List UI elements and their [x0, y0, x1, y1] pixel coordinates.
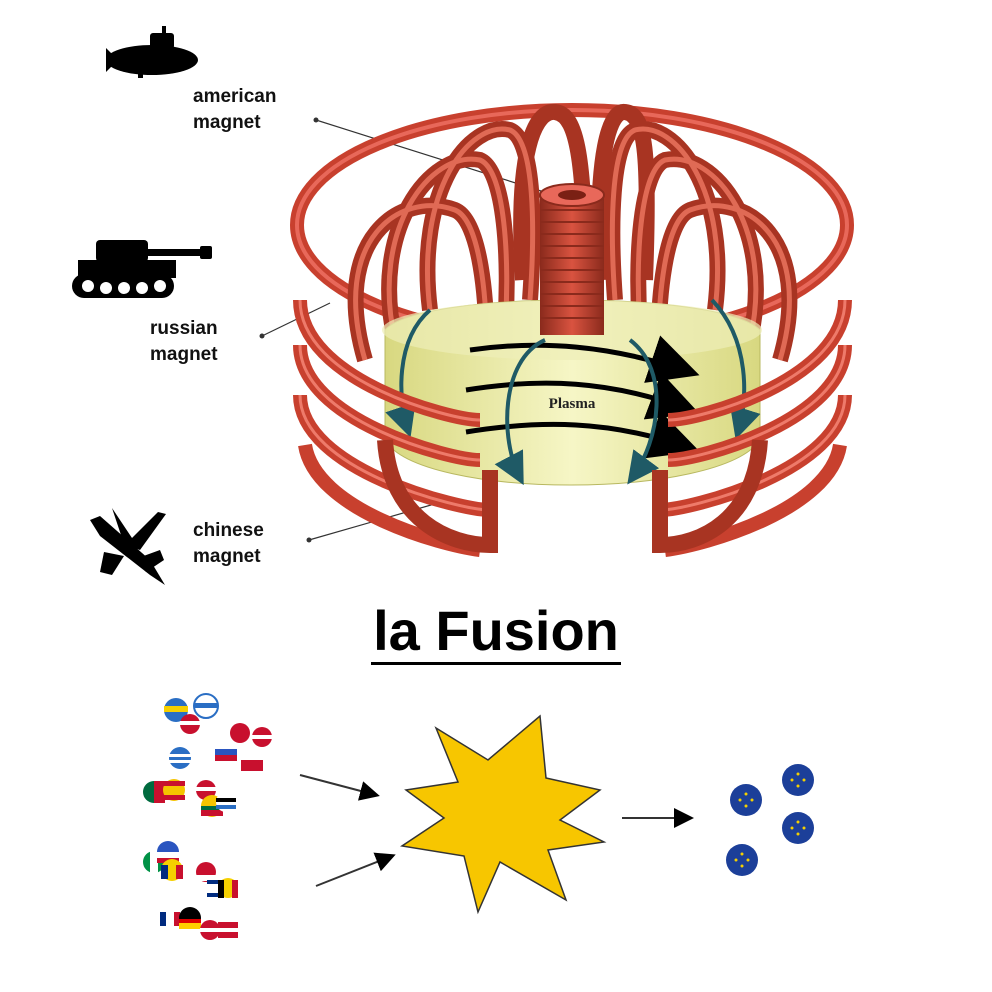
american-magnet-label: american magnet: [193, 84, 276, 136]
russian-magnet-line-2: magnet: [150, 344, 218, 365]
chinese-magnet-line-1: chinese: [193, 520, 264, 541]
countryballs-group-2: [143, 841, 238, 940]
russian-magnet-label: russian magnet: [150, 316, 218, 368]
submarine-icon: [106, 26, 198, 78]
tank-icon: [72, 240, 212, 298]
central-solenoid: [539, 183, 605, 335]
title: la Fusion: [0, 598, 992, 665]
american-magnet-line-1: american: [193, 86, 277, 107]
front-toroidal-coils: [377, 439, 768, 554]
chinese-magnet-label: chinese magnet: [193, 518, 264, 570]
plasma-label: Plasma: [549, 396, 596, 412]
american-magnet-line-2: magnet: [193, 112, 261, 133]
arrows-in: [299, 774, 396, 887]
russian-magnet-line-1: russian: [150, 318, 218, 339]
explosion-icon: [399, 714, 607, 915]
fighter-jet-icon: [90, 508, 166, 585]
plasma-current-arrows: [465, 335, 700, 459]
countryballs-group-1: [143, 693, 272, 817]
chinese-magnet-line-2: magnet: [193, 546, 261, 567]
eu-balls: [726, 764, 814, 876]
poloidal-field-arrows: [385, 298, 761, 486]
toroidal-coils: [347, 104, 798, 363]
title-text: la Fusion: [371, 599, 621, 665]
